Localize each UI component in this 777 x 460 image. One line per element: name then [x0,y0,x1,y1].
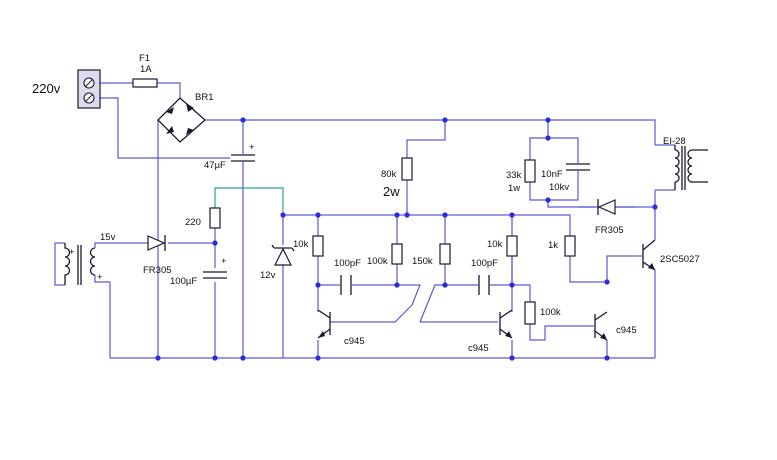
resistor-33k [524,159,536,183]
transistor-2sc5027-symbol [632,239,656,271]
zener-diode-symbol [271,244,295,266]
junction-dot [315,282,321,288]
diode-fr305-left-label: FR305 [143,265,172,276]
capacitor-10nf-symbol [566,158,590,176]
bulk-cap-label: 47µF [204,160,226,171]
bulk-capacitor-symbol [231,148,255,166]
mains-terminal-block [77,69,101,109]
junction-dot [394,212,400,218]
resistor-150k [439,243,451,265]
capacitor-100pf-b-label: 100pF [471,258,498,269]
transistor-c945-b-symbol [499,309,513,339]
diode-fr305-top-label: FR305 [595,225,624,236]
input-transformer-plus-b: + [97,272,103,283]
resistor-80k [401,157,413,181]
output-transformer-symbol [655,144,708,191]
transistor-c945-a-symbol [317,309,331,339]
junction-dot [315,355,321,361]
junction-dot [545,135,551,141]
resistor-150k-label: 150k [412,256,433,267]
junction-dot [652,204,658,210]
junction-dot [604,279,610,285]
wires [54,82,656,359]
resistor-220 [209,207,221,229]
junction-dot [545,197,551,203]
junction-dot [442,212,448,218]
junction-dot [509,355,515,361]
bulk-cap-plus: + [249,142,255,153]
input-transformer-symbol [64,242,110,285]
zener-label: 12v [260,270,276,281]
capacitor-100pf-a-label: 100pF [334,258,361,269]
junction-dot [509,282,515,288]
resistor-1k [564,235,576,257]
capacitor-10nf-label: 10nF [541,169,563,180]
resistor-100k-a-label: 100k [367,256,388,267]
resistor-10k-b [506,235,518,257]
input-transformer-plus-a: + [69,247,75,258]
junction-dot [509,212,515,218]
junction-dot [394,282,400,288]
resistor-80k-label: 80k [381,169,397,180]
diode-fr305-top-symbol [597,199,616,215]
transistor-c945-b-label: c945 [468,343,489,354]
junction-dot [240,355,246,361]
secondary-voltage-label: 15v [100,232,116,243]
resistor-100k-b [524,301,536,325]
junction-dot [604,355,610,361]
resistor-100k-b-label: 100k [540,307,561,318]
junction-dot [280,212,286,218]
capacitor-100uf-label: 100µF [170,276,197,287]
junction-dot [240,117,246,123]
transistor-2sc5027-label: 2SC5027 [660,254,700,265]
transistor-c945-c-symbol [594,311,608,341]
junction-dot [442,282,448,288]
mains-voltage-label: 220v [32,81,61,96]
resistor-100k-a [391,243,403,265]
junction-dot [155,355,161,361]
junction-dot [545,117,551,123]
resistor-33k-watt-label: 1w [508,183,520,194]
resistor-33k-label: 33k [506,170,522,181]
resistor-10k-a [312,235,324,257]
resistor-80k-watt-label: 2w [383,184,400,199]
junction-dot [404,212,410,218]
capacitor-100pf-a-symbol [340,275,352,295]
transistor-c945-a-label: c945 [344,336,365,347]
resistor-1k-label: 1k [548,240,558,251]
fuse-name-label: F1 [139,53,150,64]
diode-fr305-left-symbol [147,235,166,251]
resistor-220-label: 220 [185,217,201,228]
capacitor-10nf-voltage-label: 10kv [549,182,569,193]
resistor-10k-b-label: 10k [487,239,503,250]
bridge-rectifier-symbol [157,97,206,143]
fuse-symbol [132,78,158,88]
resistor-10k-a-label: 10k [293,239,309,250]
junction-dots [155,117,658,361]
capacitor-100uf-plus: + [221,256,227,267]
transformer-label: EI-28 [663,136,686,147]
bridge-label: BR1 [195,92,213,103]
capacitor-100uf-symbol [203,271,227,279]
junction-dot [315,212,321,218]
transistor-c945-c-label: c945 [616,325,637,336]
junction-dot [212,355,218,361]
fuse-rating-label: 1A [140,64,152,75]
junction-dot [442,117,448,123]
capacitor-100pf-b-symbol [478,275,490,295]
junction-dot [212,240,218,246]
